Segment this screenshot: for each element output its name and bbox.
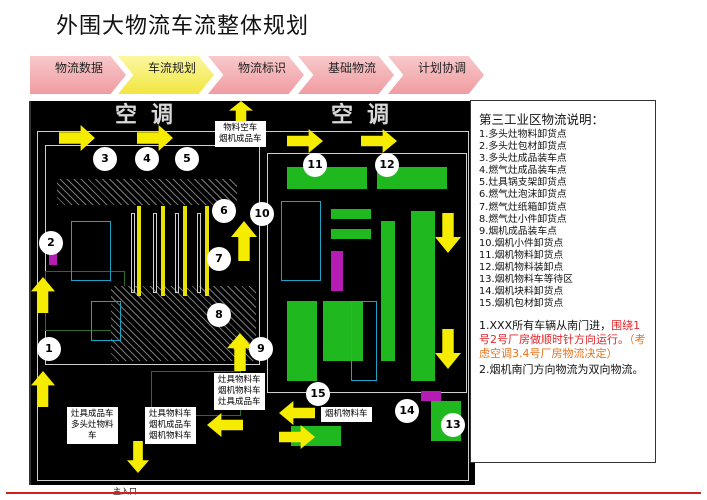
step-basic-logistics[interactable]: 基础物流 — [298, 56, 394, 94]
marker-8: 8 — [207, 303, 231, 327]
marker-14: 14 — [395, 399, 419, 423]
step-traffic-planning[interactable]: 车流规划 — [118, 56, 214, 94]
panel-title: 第三工业区物流说明： — [479, 112, 605, 127]
marker-12: 12 — [375, 153, 399, 177]
marker-11: 11 — [303, 153, 327, 177]
note-2: 2.烟机南门方向物流为双向物流。 — [479, 363, 644, 377]
marker-7: 7 — [207, 247, 231, 271]
step-logistics-signage[interactable]: 物流标识 — [208, 56, 304, 94]
list-item: 5.灶具锅支架卸货点 — [479, 177, 567, 189]
marker-3: 3 — [93, 147, 117, 171]
storage-block-5 — [381, 221, 395, 361]
marker-4: 4 — [135, 147, 159, 171]
storage-block-6 — [411, 211, 435, 381]
list-item: 12.烟机物料装卸点 — [479, 262, 564, 274]
logistics-notes-panel: 第三工业区物流说明： 1.多头灶物料卸货点 2.多头灶包材卸货点 3.多头灶成品… — [470, 100, 656, 463]
label-smoke-material-truck: 烟机物料车 — [321, 407, 372, 422]
step-planning-coordination[interactable]: 计划协调 — [388, 56, 484, 94]
list-item: 10.烟机小件卸货点 — [479, 237, 564, 249]
list-item: 2.多头灶包材卸货点 — [479, 141, 567, 153]
main-entrance-label: 主入口 — [113, 486, 137, 497]
marker-9: 9 — [249, 337, 273, 361]
step-logistics-data[interactable]: 物流数据 — [30, 56, 126, 94]
marker-5: 5 — [175, 147, 199, 171]
list-item: 13.烟机物料车等待区 — [479, 274, 573, 286]
list-item: 1.多头灶物料卸货点 — [479, 129, 567, 140]
list-item: 9.烟机成品装车点 — [479, 225, 557, 237]
list-item: 7.燃气灶纸箱卸货点 — [479, 201, 567, 213]
storage-block-4 — [323, 301, 363, 361]
building-2-outline — [267, 153, 467, 393]
list-item: 8.燃气灶小件卸货点 — [479, 213, 567, 225]
label-stove-material-trucks: 灶具物料车 烟机成品车 烟机物料车 — [145, 407, 196, 444]
label-empty-and-finished-trucks: 物料空车 烟机成品车 — [215, 121, 266, 147]
list-item: 15.烟机包材卸货点 — [479, 298, 564, 310]
list-item: 4.燃气灶成品装车点 — [479, 165, 567, 177]
note-1: 1.XXX所有车辆从南门进，围绕1号2号厂房做顺时针方向运行。（考虑空调3.4号… — [479, 319, 649, 361]
list-item: 11.烟机物料卸货点 — [479, 249, 564, 261]
storage-block-1 — [287, 167, 367, 189]
label-stove-finished-trucks: 灶具成品车 多头灶物料 车 — [67, 407, 118, 444]
storage-block-3 — [287, 301, 317, 381]
note-1-red: 围绕1号2号厂房做顺时针方向运行。 — [479, 319, 641, 347]
list-item: 6.燃气灶泡沫卸货点 — [479, 189, 567, 201]
page-title: 外围大物流车流整体规划 — [56, 14, 310, 39]
marker-13: 13 — [441, 413, 465, 437]
aircon-label-left: 空调 — [115, 103, 188, 128]
building-1-outline — [45, 145, 260, 365]
list-item: 14.烟机块料卸货点 — [479, 286, 564, 298]
site-plan-drawing: 空调 空调 1 2 3 4 5 6 7 — [29, 101, 475, 485]
marker-10: 10 — [250, 202, 274, 226]
label-stove-smoke-trucks: 灶具物料车 烟机物料车 灶具成品车 — [214, 373, 265, 410]
hatch-area-mid — [111, 286, 256, 361]
hatch-area-top — [57, 179, 237, 205]
marker-1: 1 — [37, 337, 61, 361]
bottom-divider — [6, 492, 701, 494]
note-1-black: 1.XXX所有车辆从南门进， — [479, 319, 612, 333]
aircon-label-right: 空调 — [331, 103, 404, 128]
process-steps: 物流数据 车流规划 物流标识 基础物流 计划协调 — [30, 56, 485, 94]
list-item: 3.多头灶成品装车点 — [479, 153, 567, 165]
marker-2: 2 — [39, 231, 63, 255]
marker-15: 15 — [306, 382, 330, 406]
marker-6: 6 — [212, 199, 236, 223]
note-1-orange: （考虑空调3.4号厂房物流决定） — [479, 333, 646, 361]
